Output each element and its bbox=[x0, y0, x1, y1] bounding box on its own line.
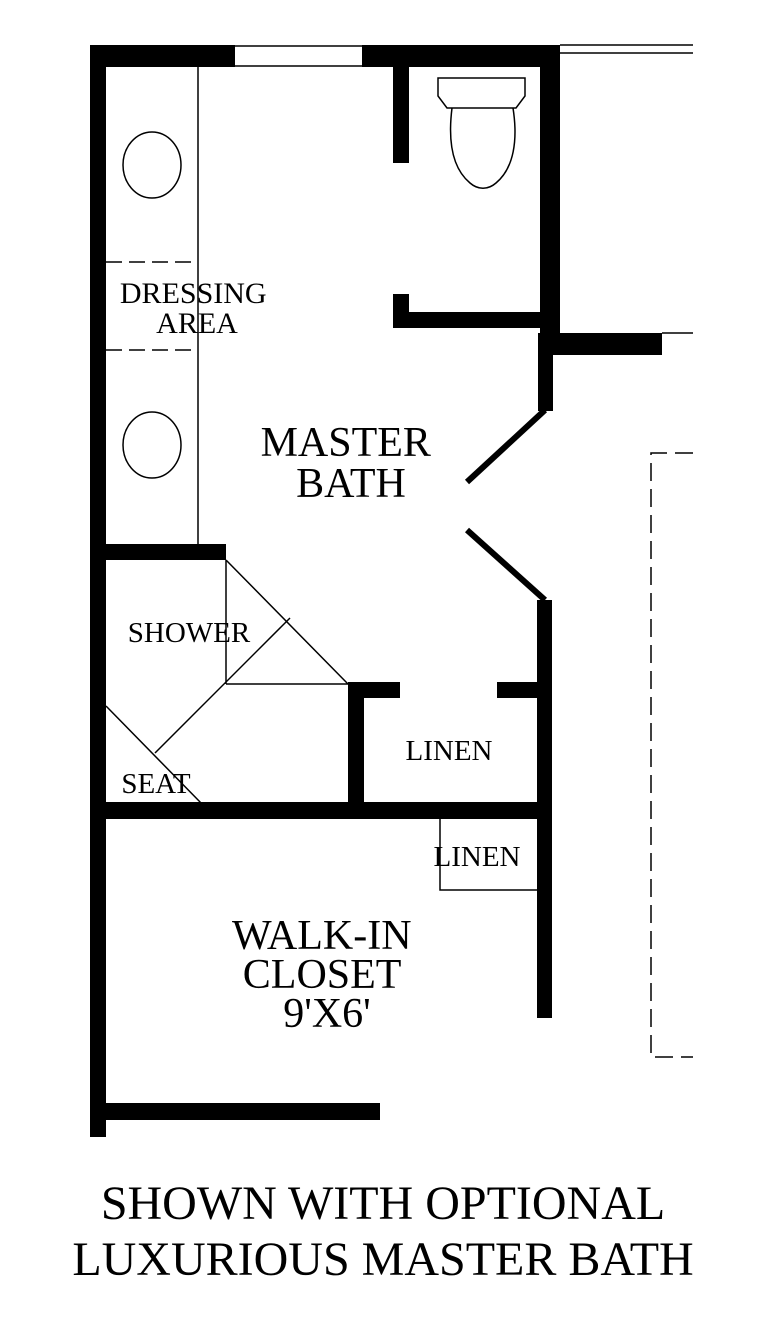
caption-line-1: SHOWN WITH OPTIONAL bbox=[100, 1177, 666, 1230]
walk-in-closet-dimensions: 9'X6' bbox=[283, 991, 370, 1037]
walk-in-closet-line-1: WALK-IN bbox=[232, 913, 412, 959]
dressing-area-fixtures bbox=[106, 65, 199, 544]
caption-line-2: LUXURIOUS MASTER BATH bbox=[72, 1233, 694, 1286]
walk-in-closet-line-2: CLOSET bbox=[243, 952, 401, 998]
right-wall-jamb-upper bbox=[538, 333, 553, 411]
top-wall-right bbox=[362, 45, 560, 67]
shower-top-wall bbox=[104, 544, 226, 560]
walls bbox=[90, 45, 662, 1137]
door-leaf-upper bbox=[464, 407, 548, 485]
linen-top-stub-right bbox=[497, 682, 549, 698]
linen-left-wall bbox=[348, 682, 364, 808]
linen-label-1: LINEN bbox=[406, 735, 493, 767]
linen-shelf bbox=[439, 819, 537, 891]
bath-bottom-wall bbox=[104, 802, 552, 819]
toilet-icon bbox=[437, 77, 526, 189]
seat-label: SEAT bbox=[121, 768, 191, 800]
dressing-area-line-1: DRESSING bbox=[120, 277, 267, 310]
master-bath-label: MASTER BATH bbox=[261, 420, 442, 507]
walk-in-closet-label: WALK-IN CLOSET 9'X6' bbox=[232, 913, 422, 1037]
top-wall-left bbox=[90, 45, 235, 67]
wc-partition-vertical bbox=[393, 65, 409, 163]
bottom-wall bbox=[104, 1103, 380, 1120]
shower-fixtures bbox=[105, 559, 349, 805]
exterior-lines bbox=[560, 44, 693, 334]
wc-wall-horizontal bbox=[393, 312, 545, 328]
left-wall bbox=[90, 45, 106, 1137]
shower-label: SHOWER bbox=[128, 617, 251, 649]
dashed-outline bbox=[650, 452, 693, 1058]
linen-top-stub-left bbox=[348, 682, 400, 698]
master-bath-line-1: MASTER bbox=[261, 420, 431, 466]
right-wall-extension bbox=[540, 333, 662, 355]
floor-plan: DRESSING AREA MASTER BATH SHOWER SEAT LI… bbox=[90, 44, 693, 1137]
master-bath-line-2: BATH bbox=[296, 461, 406, 507]
dressing-area-line-2: AREA bbox=[156, 307, 238, 340]
sink-lower bbox=[122, 411, 182, 479]
plan-caption: SHOWN WITH OPTIONAL LUXURIOUS MASTER BAT… bbox=[0, 1176, 766, 1288]
double-door bbox=[464, 407, 548, 603]
right-wall-upper bbox=[540, 45, 560, 355]
dressing-area-label: DRESSING AREA bbox=[120, 277, 274, 340]
door-leaf-lower bbox=[464, 527, 548, 603]
linen-label-2: LINEN bbox=[434, 841, 521, 873]
sink-upper bbox=[122, 131, 182, 199]
window bbox=[235, 45, 362, 67]
